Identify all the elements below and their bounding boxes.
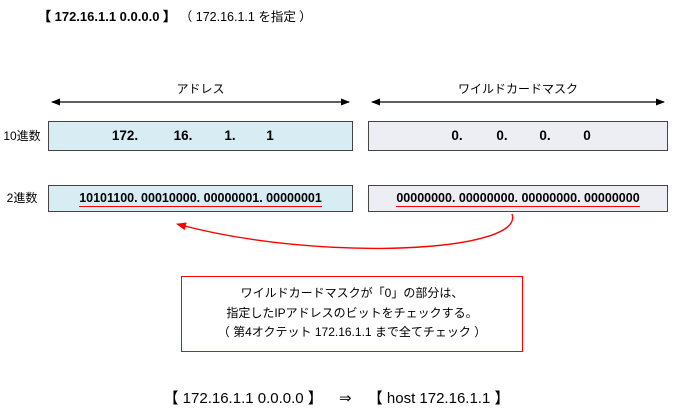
footer-arrow-glyph: ⇒ [338, 390, 352, 407]
address-binary-box: 10101100. 00010000. 00000001. 00000001 [48, 185, 353, 212]
address-decimal-box: 172. 16. 1. 1 [48, 121, 353, 151]
header-note-text: （ 172.16.1.1 を指定 ） [186, 10, 312, 24]
callout-box: ワイルドカードマスクが「0」の部分は、 指定したIPアドレスのビットをチェックす… [181, 276, 523, 352]
wildcard-binary-box: 00000000. 00000000. 00000000. 00000000 [368, 185, 668, 212]
wildcard-octet-4: 0 [583, 128, 591, 143]
decimal-row-label: 10進数 [3, 129, 41, 143]
header-line: 【 172.16.1.1 0.0.0.0 】 （ 172.16.1.1 を指定 ） [38, 6, 312, 25]
footer-result-text: 【 host 172.16.1.1 】 [367, 390, 510, 407]
check-curve-arrow [176, 213, 514, 250]
callout-line-2: 指定したIPアドレスのビットをチェックする。 [226, 305, 478, 320]
wildcard-octet-3: 0. [539, 128, 551, 143]
address-octet-2: 16. [173, 128, 193, 143]
wildcard-octet-1: 0. [451, 128, 463, 143]
footer-command-text: 【 172.16.1.1 0.0.0.0 】 [163, 390, 323, 407]
wildcard-column-label: ワイルドカードマスク [457, 82, 578, 96]
wildcard-octet-2: 0. [496, 128, 508, 143]
footer-line: 【 172.16.1.1 0.0.0.0 】 ⇒ 【 host 172.16.1… [0, 387, 673, 408]
address-column-label: アドレス [176, 82, 225, 96]
callout-line-3: （ 第4オクテット 172.16.1.1 まで全てチェック ） [217, 325, 487, 339]
binary-row-label: 2進数 [6, 191, 38, 205]
wildcard-binary-text: 00000000. 00000000. 00000000. 00000000 [396, 190, 640, 207]
header-command-text: 【 172.16.1.1 0.0.0.0 】 [38, 9, 177, 24]
address-binary-text: 10101100. 00010000. 00000001. 00000001 [79, 190, 322, 207]
address-octet-3: 1. [224, 128, 236, 143]
wildcard-decimal-box: 0. 0. 0. 0 [368, 121, 668, 151]
callout-line-1: ワイルドカードマスクが「0」の部分は、 [240, 286, 464, 300]
address-octet-1: 172. [111, 128, 139, 143]
address-octet-4: 1 [266, 128, 274, 143]
